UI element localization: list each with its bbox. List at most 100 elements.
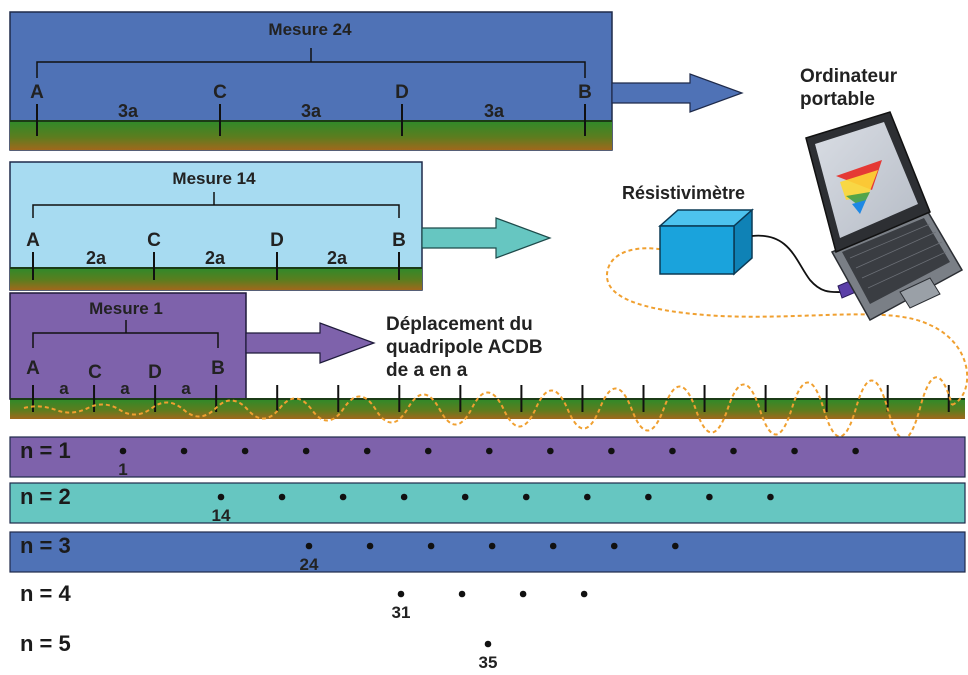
point-number: 14 [212, 506, 231, 525]
measurement-point [217, 493, 225, 501]
measurement-point [791, 447, 798, 455]
measure-1-electrode-b: B [211, 358, 225, 379]
measurement-point [278, 493, 286, 501]
measurement-point [302, 447, 310, 455]
measurement-point [730, 447, 737, 455]
resistivimeter-label: Résistivimètre [622, 183, 745, 203]
displacement-line-1: Déplacement du [386, 314, 533, 335]
measurement-point [608, 447, 615, 455]
measurement-point [241, 447, 249, 455]
measurement-point [488, 542, 496, 550]
measurement-point [366, 542, 374, 550]
resistivimeter-icon [658, 208, 754, 276]
measurement-point [400, 493, 408, 501]
level-row: n = 3 24 [9, 531, 966, 574]
measure-24-spacing-3: 3a [484, 101, 505, 121]
measure-24-electrode-b: B [578, 82, 592, 103]
measure-1-spacing-1: a [59, 379, 69, 398]
level-label: n = 5 [20, 631, 71, 656]
measure-24-panel: Mesure 24 A C D B 3a 3a 3a [9, 11, 613, 151]
measure-24-spacing-2: 3a [301, 101, 322, 121]
measure-24-arrow [611, 73, 744, 113]
measurement-point [706, 493, 713, 501]
measure-14-title: Mesure 14 [172, 169, 256, 188]
measure-1-spacing-3: a [181, 379, 191, 398]
level-band [9, 531, 966, 573]
laptop-label-line-2: portable [800, 89, 875, 110]
measurement-point [461, 493, 469, 501]
measure-14-bracket [32, 204, 400, 218]
displacement-line-3: de a en a [386, 360, 468, 381]
measurement-point [397, 590, 405, 598]
measure-24-electrode-a: A [30, 82, 44, 103]
electrode-ticks [32, 385, 950, 412]
measurement-point [119, 447, 127, 455]
level-label: n = 1 [20, 438, 71, 463]
measurement-point [672, 542, 679, 550]
level-row: n = 214 [9, 482, 966, 525]
measurement-point [339, 493, 347, 501]
measurement-point [519, 590, 527, 598]
measurement-point [669, 447, 676, 455]
point-number: 31 [392, 603, 411, 622]
measure-24-ground [10, 121, 612, 150]
electrode-cable [23, 376, 953, 440]
measure-1-electrode-a: A [26, 358, 40, 379]
measure-14-electrode-d: D [270, 230, 284, 251]
measure-1-panel: Mesure 1 A C D B a a a [9, 292, 247, 400]
level-row: n = 4 31 [20, 581, 588, 622]
measure-14-electrode-a: A [26, 230, 40, 251]
measure-14-panel: Mesure 14 A C D B 2a 2a 2a [9, 161, 423, 291]
displacement-line-2: quadripole ACDB [386, 337, 543, 358]
point-number: 1 [118, 460, 127, 479]
laptop-icon [805, 111, 964, 322]
measurement-point [767, 493, 774, 501]
measurement-point [580, 590, 588, 598]
level-row: n = 1 1 [9, 436, 966, 479]
point-number: 24 [300, 555, 319, 574]
measurement-point [522, 493, 530, 501]
measure-14-electrode-c: C [147, 230, 161, 251]
measure-24-electrode-c: C [213, 82, 227, 103]
measurement-point [549, 542, 557, 550]
level-label: n = 3 [20, 533, 71, 558]
measure-1-title: Mesure 1 [89, 299, 163, 318]
measure-14-electrode-b: B [392, 230, 406, 251]
measure-14-spacing-2: 2a [205, 248, 226, 268]
laptop-label-line-1: Ordinateur [800, 66, 898, 87]
ground-strip [10, 399, 965, 419]
measure-1-electrode-d: D [148, 362, 162, 383]
laptop-touchpad [899, 277, 941, 309]
measurement-point [852, 447, 859, 455]
measurement-point [645, 493, 652, 501]
measure-14-spacing-3: 2a [327, 248, 348, 268]
measurement-point [610, 542, 618, 550]
level-band [9, 436, 966, 478]
measure-14-spacing-1: 2a [86, 248, 107, 268]
screen-section-blue [852, 200, 866, 214]
level-row: n = 5 35 [20, 631, 497, 672]
measure-14-ground [10, 268, 422, 290]
measure-1-background [9, 292, 247, 400]
measurement-point [584, 493, 591, 501]
measure-24-electrode-d: D [395, 82, 409, 103]
measurement-point [180, 447, 188, 455]
laptop-keyboard [842, 218, 950, 304]
measure-1-electrode-c: C [88, 362, 102, 383]
measurement-point [484, 640, 492, 648]
measure-24-title: Mesure 24 [268, 20, 352, 39]
measurement-point [486, 447, 493, 455]
measurement-point [424, 447, 432, 455]
pseudo-section-levels: n = 1 1 n = 214 n = 3 24 n = 4 31 n = 5 35 [9, 436, 966, 672]
measurement-point [305, 542, 313, 550]
measure-1-spacing-2: a [120, 379, 130, 398]
usb-cable [751, 234, 845, 293]
measure-1-arrow [245, 322, 376, 364]
level-band [9, 482, 966, 524]
level-label: n = 4 [20, 581, 72, 606]
measurement-point [547, 447, 554, 455]
measurement-point [458, 590, 466, 598]
point-number: 35 [479, 653, 498, 672]
measure-24-spacing-1: 3a [118, 101, 139, 121]
